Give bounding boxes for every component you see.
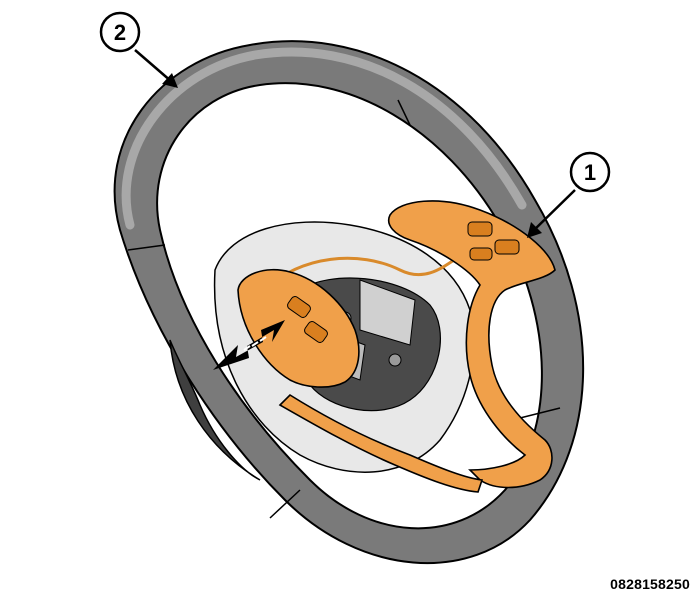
hub-bolt <box>388 353 402 367</box>
callout-2-arrowhead <box>162 73 178 88</box>
callout-1: 1 <box>527 151 611 238</box>
hub-wiring <box>263 248 471 292</box>
switch-button <box>494 239 520 255</box>
hub-detail <box>359 279 416 346</box>
arrow-stripes <box>243 336 267 351</box>
bezel-bottom <box>278 393 484 493</box>
callout-1-circle <box>569 151 611 193</box>
bezel-right <box>388 200 556 489</box>
wheel-seam <box>269 489 301 519</box>
callout-1-arrowhead <box>527 222 542 238</box>
wheel-seam <box>397 99 411 126</box>
callout-1-leader <box>531 189 576 233</box>
wheel-rim-highlight <box>121 47 527 230</box>
callout-2-circle <box>99 11 141 53</box>
wheel-seam <box>519 407 561 419</box>
switch-button <box>467 221 493 237</box>
trim-bezel <box>237 200 556 493</box>
switch-button <box>287 296 311 318</box>
callout-1-number: 1 <box>584 160 596 185</box>
bezel-left <box>237 268 360 388</box>
callout-2-leader <box>134 49 173 83</box>
callout-2: 2 <box>99 11 178 88</box>
switch-button <box>304 321 328 343</box>
double-arrow-icon <box>213 320 285 370</box>
figure-code: 0828158250 <box>610 576 690 592</box>
arrow-shape <box>213 320 285 370</box>
callout-2-number: 2 <box>114 20 126 45</box>
wheel-seam <box>127 244 166 251</box>
switch-button <box>469 247 493 261</box>
wheel-lower-body <box>169 339 261 481</box>
